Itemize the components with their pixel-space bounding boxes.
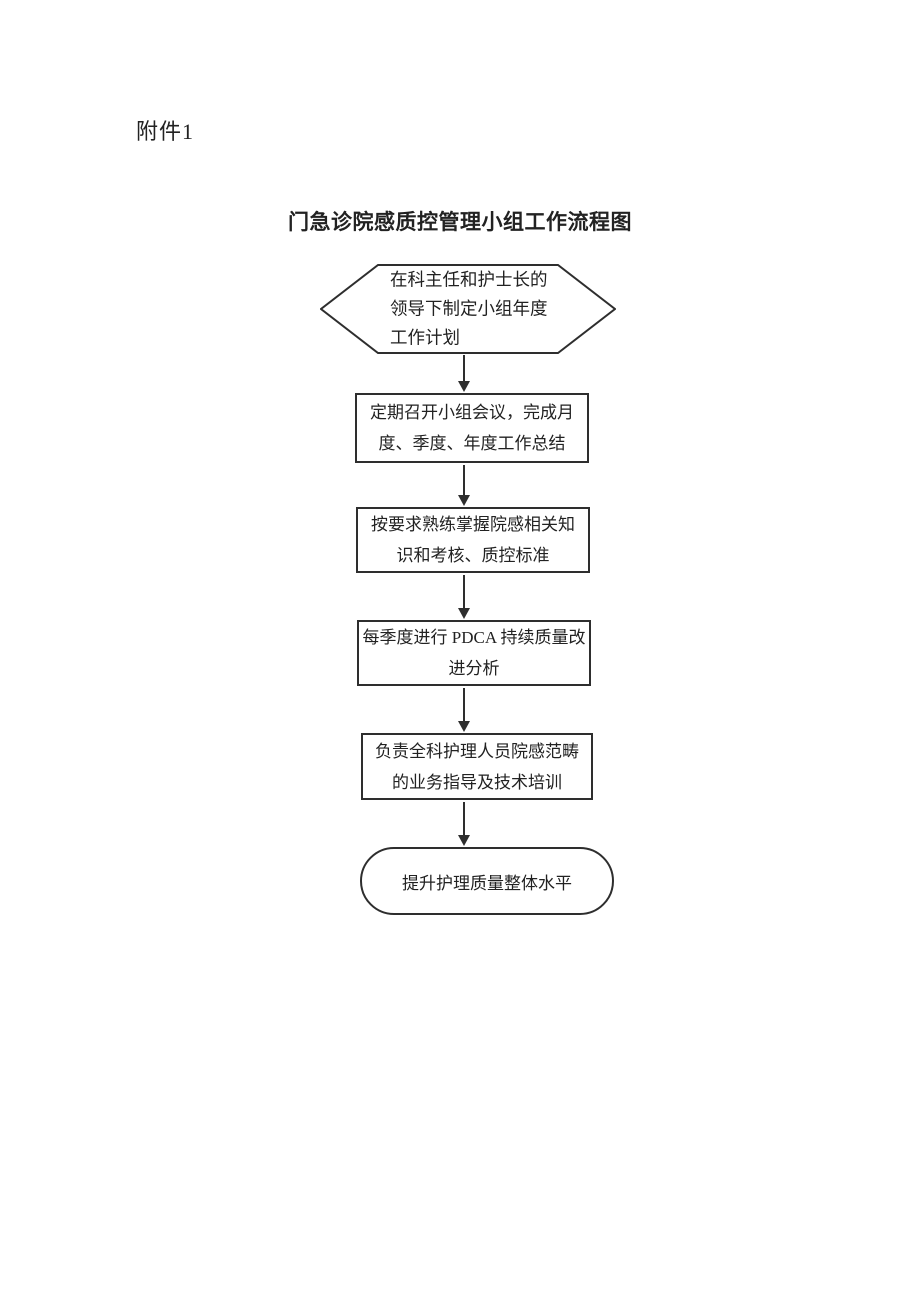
page-title: 门急诊院感质控管理小组工作流程图 — [288, 210, 632, 234]
text-line: 在科主任和护士长的 — [390, 269, 548, 290]
flow-node-text: 在科主任和护士长的 领导下制定小组年度 工作计划 — [390, 266, 548, 353]
arrow-shaft — [463, 355, 465, 383]
text-line: 负责全科护理人员院感范畴 — [375, 741, 579, 761]
flow-node-training-guidance: 负责全科护理人员院感范畴 的业务指导及技术培训 — [361, 733, 593, 800]
arrow-shaft — [463, 465, 465, 497]
arrow-down-icon — [458, 575, 470, 619]
text-line: 每季度进行 PDCA 持续质量改 — [362, 628, 586, 647]
text-line: 进分析 — [448, 659, 500, 678]
flow-node-meetings-summary: 定期召开小组会议，完成月 度、季度、年度工作总结 — [355, 393, 589, 463]
text-line: 识和考核、质控标准 — [396, 546, 550, 565]
flow-node-knowledge-standards: 按要求熟练掌握院感相关知 识和考核、质控标准 — [356, 507, 590, 573]
arrow-down-icon — [458, 465, 470, 506]
attachment-label: 附件1 — [136, 119, 195, 144]
text-line: 工作计划 — [390, 327, 460, 348]
arrow-shaft — [463, 575, 465, 610]
flow-node-pdca-analysis: 每季度进行 PDCA 持续质量改 进分析 — [357, 620, 591, 686]
text-line: 定期召开小组会议，完成月 — [370, 403, 574, 422]
flow-node-outcome: 提升护理质量整体水平 — [360, 847, 614, 915]
hexagon-shape-icon — [320, 264, 616, 354]
text-line: 领导下制定小组年度 — [390, 298, 548, 319]
flow-node-annual-plan: 在科主任和护士长的 领导下制定小组年度 工作计划 — [320, 264, 616, 354]
arrow-shaft — [463, 802, 465, 837]
text-line: 度、季度、年度工作总结 — [378, 434, 566, 453]
text-line: 按要求熟练掌握院感相关知 — [371, 515, 575, 534]
text-line: 的业务指导及技术培训 — [392, 772, 562, 792]
arrow-down-icon — [458, 802, 470, 846]
arrow-down-icon — [458, 688, 470, 732]
arrow-shaft — [463, 688, 465, 723]
text-line: 提升护理质量整体水平 — [402, 873, 572, 893]
arrow-down-icon — [458, 355, 470, 392]
